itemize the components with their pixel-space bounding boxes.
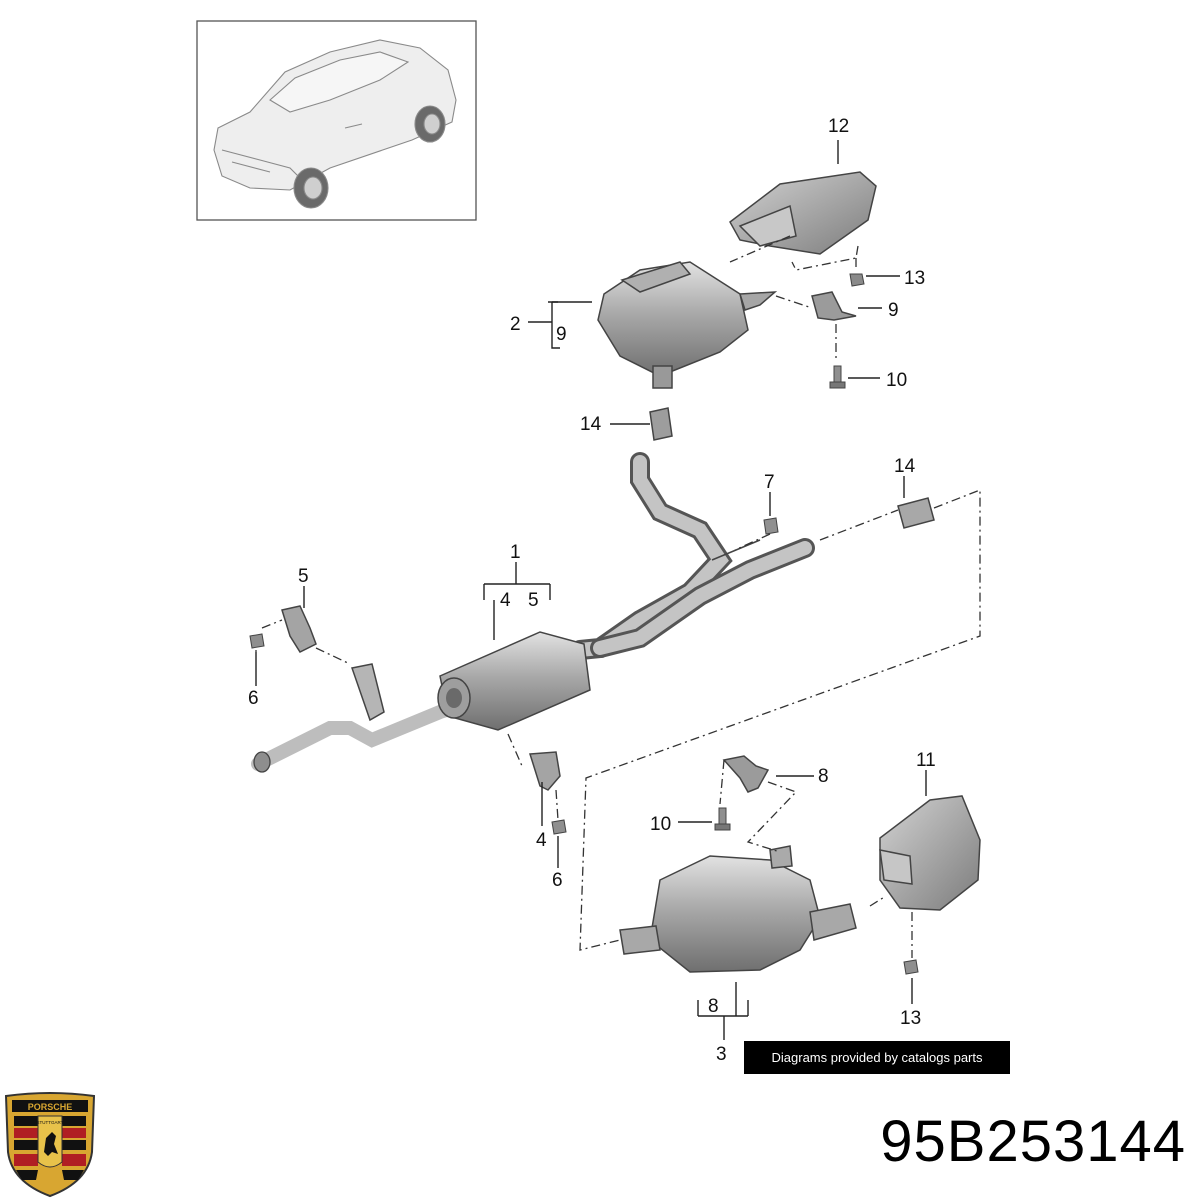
callout-11: 11 bbox=[916, 750, 936, 771]
callout-6-bottom: 6 bbox=[552, 870, 563, 891]
exhaust-pipe-assembly bbox=[251, 452, 815, 773]
logo-wordmark: PORSCHE bbox=[28, 1102, 73, 1112]
diagram-credit-banner: Diagrams provided by catalogs parts bbox=[744, 1041, 1010, 1074]
callout-9: 9 bbox=[888, 300, 899, 321]
nut-bottom bbox=[551, 819, 567, 835]
bracket-upper bbox=[811, 291, 857, 321]
bolt-upper bbox=[829, 365, 846, 389]
callout-5: 5 bbox=[298, 566, 309, 587]
callout-2: 2 bbox=[510, 314, 521, 335]
clamp-right bbox=[897, 497, 935, 529]
tailpipe-tip-lower bbox=[879, 795, 981, 911]
callout-13-top: 13 bbox=[904, 268, 925, 289]
callout-6-left: 6 bbox=[248, 688, 259, 709]
callout-2-sub-9: 9 bbox=[556, 324, 567, 345]
porsche-crest-logo: PORSCHE STUTTGART bbox=[4, 1092, 96, 1198]
hanger-bracket-4 bbox=[529, 751, 561, 791]
callout-1-sub-4: 4 bbox=[500, 590, 511, 611]
center-muffler bbox=[437, 631, 591, 731]
callout-3: 3 bbox=[716, 1044, 727, 1065]
callout-8: 8 bbox=[818, 766, 829, 787]
callout-1: 1 bbox=[510, 542, 521, 563]
callout-13-bottom: 13 bbox=[900, 1008, 921, 1029]
assembly-lines bbox=[255, 235, 981, 958]
part-number: 95B253144 bbox=[880, 1109, 1186, 1174]
callout-labels: 12 13 2 9 9 10 14 7 14 1 4 5 5 6 4 6 8 1… bbox=[248, 116, 936, 1065]
nut-left bbox=[249, 633, 265, 649]
leader-lines bbox=[255, 140, 927, 1040]
hanger-bracket-5 bbox=[281, 605, 317, 653]
callout-7: 7 bbox=[764, 472, 775, 493]
nut-upper bbox=[849, 273, 865, 287]
callout-12: 12 bbox=[828, 116, 849, 137]
car-illustration bbox=[213, 39, 457, 209]
callout-4: 4 bbox=[536, 830, 547, 851]
nut-middle bbox=[763, 517, 779, 535]
callout-14-left: 14 bbox=[580, 414, 602, 435]
callout-14-right: 14 bbox=[894, 456, 916, 477]
bolt-lower bbox=[714, 807, 731, 831]
callout-10-bottom: 10 bbox=[650, 814, 671, 835]
hanger-bracket-left bbox=[351, 663, 385, 722]
nut-lower bbox=[903, 959, 919, 975]
callout-10-top: 10 bbox=[886, 370, 907, 391]
tailpipe-tip-upper bbox=[729, 171, 877, 255]
horse-icon bbox=[44, 1132, 58, 1156]
logo-city: STUTTGART bbox=[37, 1120, 64, 1125]
callout-3-sub-8: 8 bbox=[708, 996, 719, 1017]
rear-muffler-right bbox=[619, 845, 857, 973]
bracket-lower bbox=[722, 755, 770, 793]
vehicle-overview bbox=[196, 20, 477, 221]
rear-muffler-left bbox=[597, 261, 778, 389]
clamp-upper bbox=[649, 407, 673, 441]
callout-1-sub-5: 5 bbox=[528, 590, 539, 611]
